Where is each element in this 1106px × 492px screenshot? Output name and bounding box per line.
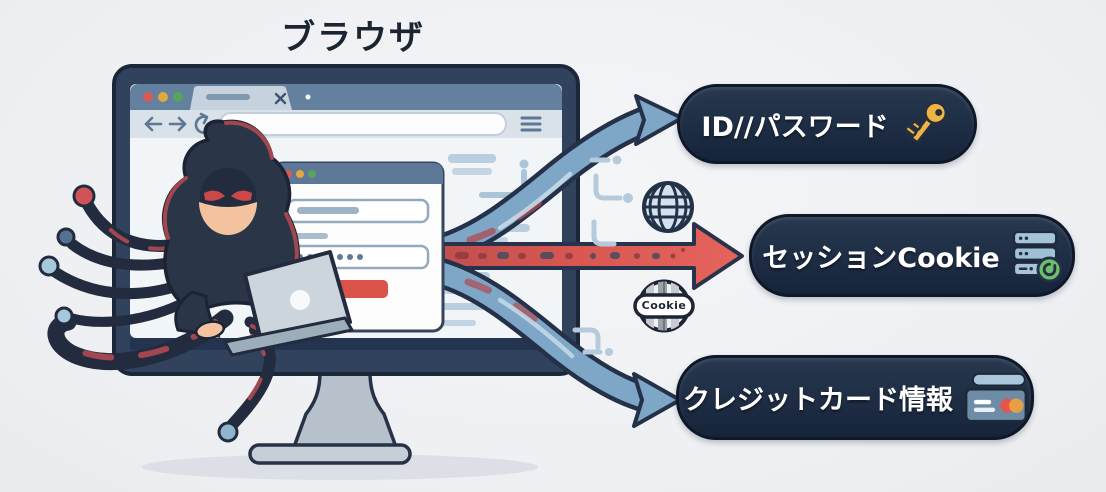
hacker-eye	[204, 190, 225, 201]
hacker-hand	[194, 320, 226, 340]
credit-card-icon	[965, 372, 1027, 422]
maximize-traffic-light	[173, 92, 183, 102]
forward-icon	[168, 116, 187, 132]
cookie-icon	[633, 279, 695, 333]
pill-label: ID//パスワード	[701, 111, 889, 143]
diagram-title: ブラウザ	[281, 18, 425, 58]
badge-icon	[1036, 255, 1062, 282]
address-bar	[219, 112, 507, 136]
data-bits	[455, 248, 685, 259]
minimize-traffic-light	[158, 92, 168, 102]
monitor-stand	[248, 370, 412, 465]
back-icon	[144, 116, 163, 132]
laptop	[223, 250, 354, 357]
arrow-to-credit-card	[423, 257, 682, 428]
circuit-decoration	[572, 157, 623, 355]
cookie-icon-label: Cookie	[641, 299, 687, 312]
pill-label: クレジットカード情報	[683, 385, 953, 416]
arrow-to-id-password	[423, 94, 684, 265]
key-icon	[903, 101, 947, 144]
floor-shadow	[142, 454, 538, 480]
menu-icon	[520, 116, 542, 132]
hacker-eye	[231, 190, 252, 201]
arrow-to-session-cookie	[441, 222, 744, 290]
tab-close-icon	[274, 92, 287, 105]
hacker-illustration	[38, 119, 354, 443]
server-icon	[1012, 230, 1062, 282]
login-button	[330, 280, 388, 298]
close-traffic-light	[143, 92, 153, 102]
target-pill-credit-card: クレジットカード情報	[676, 355, 1034, 440]
pill-label: セッションCookie	[762, 243, 1000, 274]
target-pill-session-cookie: セッションCookie	[749, 214, 1075, 297]
browser-window	[130, 84, 562, 335]
globe-icon	[642, 181, 694, 233]
target-pill-id-password: ID//パスワード	[677, 84, 977, 164]
